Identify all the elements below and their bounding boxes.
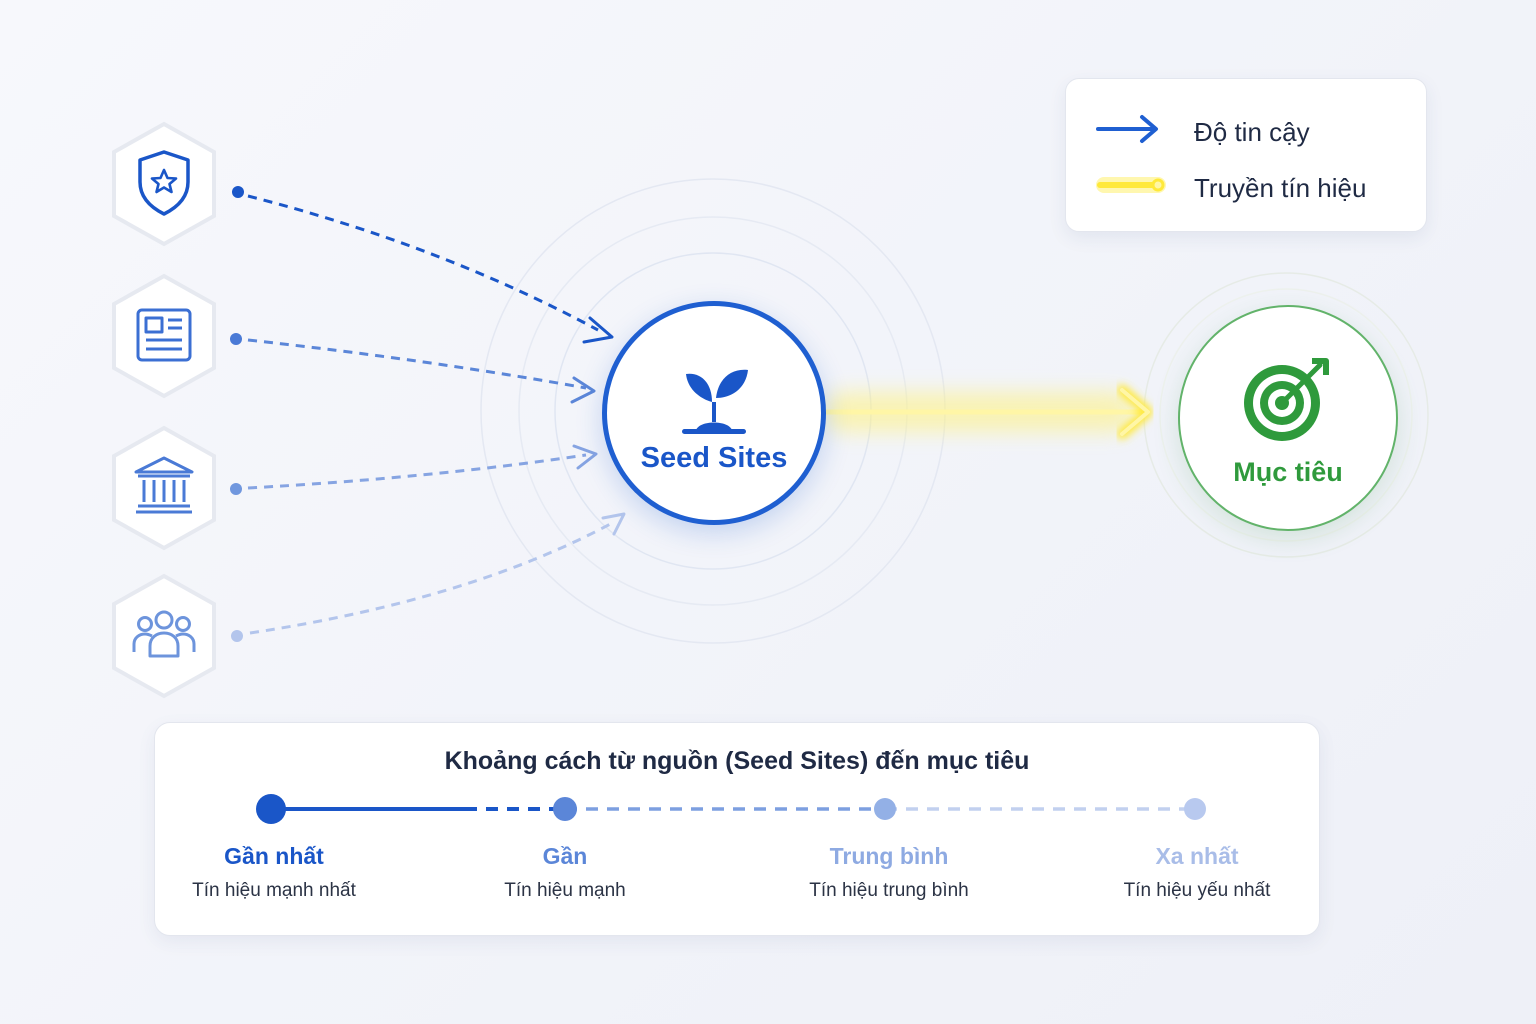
legend-trust-label: Độ tin cậy (1194, 117, 1310, 147)
level-dot-3 (874, 798, 896, 820)
level-name: Gần nhất (224, 843, 324, 869)
target-label: Mục tiêu (1233, 457, 1343, 487)
trust-arrow-2 (230, 333, 596, 404)
level-desc: Tín hiệu yếu nhất (1123, 880, 1271, 901)
level-desc: Tín hiệu mạnh nhất (192, 880, 356, 901)
shield-star-icon (138, 150, 190, 216)
level-name: Trung bình (829, 843, 949, 869)
signal-line-icon (1096, 177, 1166, 193)
sprout-icon (682, 369, 748, 434)
source-community (108, 572, 220, 700)
institution-icon (134, 456, 194, 514)
level-nearest: Gần nhất Tín hiệu mạnh nhất (154, 843, 394, 902)
level-medium: Trung bình Tín hiệu trung bình (769, 843, 1009, 902)
legend-signal-label: Truyền tín hiệu (1194, 173, 1367, 203)
trust-arrow-3 (230, 444, 598, 495)
level-near: Gần Tín hiệu mạnh (445, 843, 685, 902)
signal-beam (818, 385, 1153, 439)
source-institution (108, 424, 220, 552)
level-dot-2 (553, 797, 577, 821)
distance-title: Khoảng cách từ nguồn (Seed Sites) đến mụ… (444, 747, 1030, 775)
target-icon (1244, 358, 1329, 441)
newspaper-icon (136, 308, 192, 362)
level-dot-4 (1184, 798, 1206, 820)
legend-item-signal: Truyền tín hiệu (1066, 165, 1426, 205)
trust-arrow-1 (232, 186, 614, 344)
trust-arrow-4 (231, 512, 626, 642)
distance-scale (256, 794, 1206, 824)
level-dot-1 (256, 794, 286, 824)
legend: Độ tin cậy Truyền tín hiệu (1065, 78, 1427, 232)
arrow-right-icon (1096, 115, 1158, 143)
level-farthest: Xa nhất Tín hiệu yếu nhất (1077, 843, 1317, 902)
seed-sites-label: Seed Sites (640, 442, 788, 474)
legend-item-trust: Độ tin cậy (1066, 109, 1426, 149)
seed-sites-node: Seed Sites (602, 301, 826, 525)
target-ring-inner (1159, 288, 1413, 542)
level-desc: Tín hiệu mạnh (504, 880, 626, 901)
source-news (108, 272, 220, 400)
distance-panel: Khoảng cách từ nguồn (Seed Sites) đến mụ… (154, 722, 1320, 936)
level-name: Xa nhất (1155, 843, 1239, 869)
level-desc: Tín hiệu trung bình (809, 880, 969, 901)
target-node: Mục tiêu (1178, 305, 1398, 531)
community-icon (132, 610, 196, 658)
level-name: Gần (542, 843, 588, 869)
source-shield (108, 120, 220, 248)
